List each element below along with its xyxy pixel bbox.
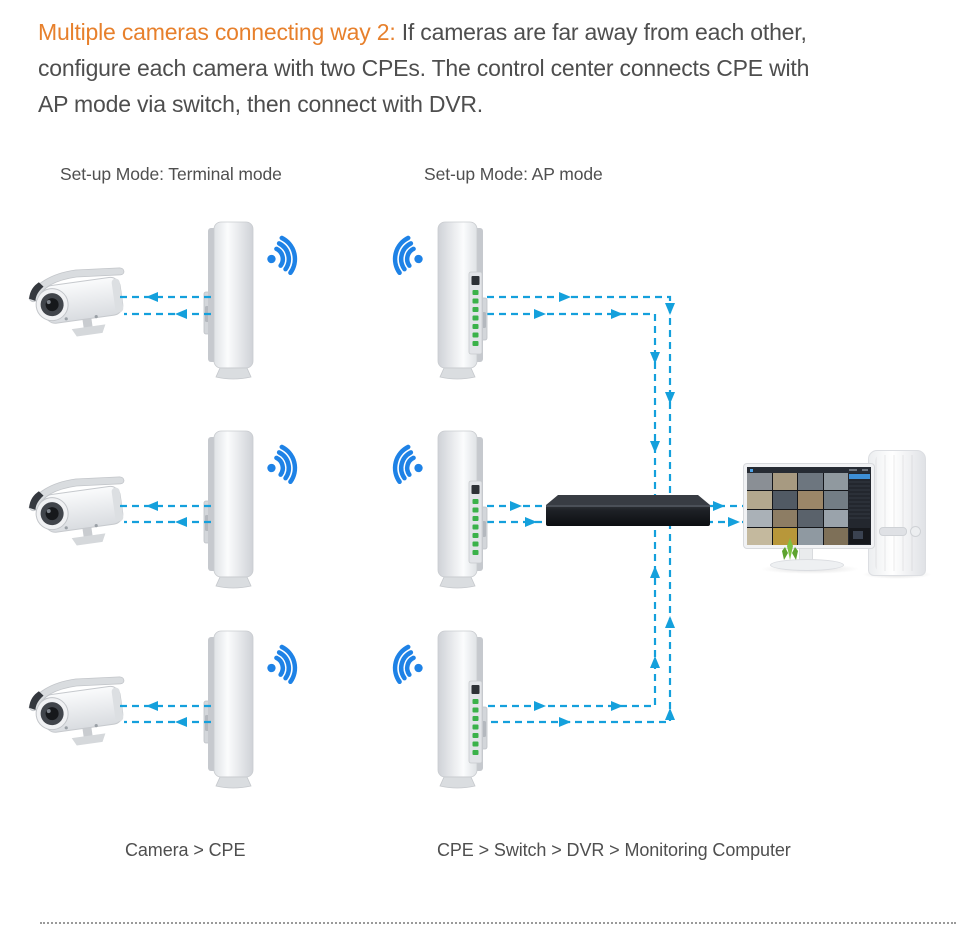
tower-power-button [910, 526, 921, 537]
page-title: Multiple cameras connecting way 2: If ca… [38, 14, 809, 122]
mode-label-ap: Set-up Mode: AP mode [424, 164, 603, 184]
monitoring-computer-screen [744, 464, 874, 548]
toolbar-dot [849, 469, 857, 471]
tower-drive-slot [879, 527, 907, 536]
camera-list-sidebar [848, 473, 871, 545]
mode-label-terminal: Set-up Mode: Terminal mode [60, 164, 282, 184]
monitor-base [770, 559, 844, 571]
sidebar-preview [849, 528, 870, 544]
title-line-3: AP mode via switch, then connect with DV… [38, 91, 483, 117]
app-logo-dot [750, 468, 753, 472]
title-line-2: configure each camera with two CPEs. The… [38, 55, 810, 81]
sidebar-header [849, 474, 870, 479]
screen-toolbar [747, 467, 871, 473]
pc-tower [868, 450, 926, 576]
cactus-plant-icon [782, 538, 798, 560]
title-line-1: Multiple cameras connecting way 2: If ca… [38, 19, 807, 45]
sidebar-rows [849, 481, 870, 519]
camera-feed-grid [747, 473, 848, 545]
title-highlight: Multiple cameras connecting way 2: [38, 19, 396, 45]
dotted-divider [40, 922, 956, 924]
toolbar-dot [862, 469, 868, 471]
screen-body [747, 473, 871, 545]
caption-cpe-switch-dvr: CPE > Switch > DVR > Monitoring Computer [437, 840, 791, 860]
caption-camera-cpe: Camera > CPE [125, 840, 246, 860]
